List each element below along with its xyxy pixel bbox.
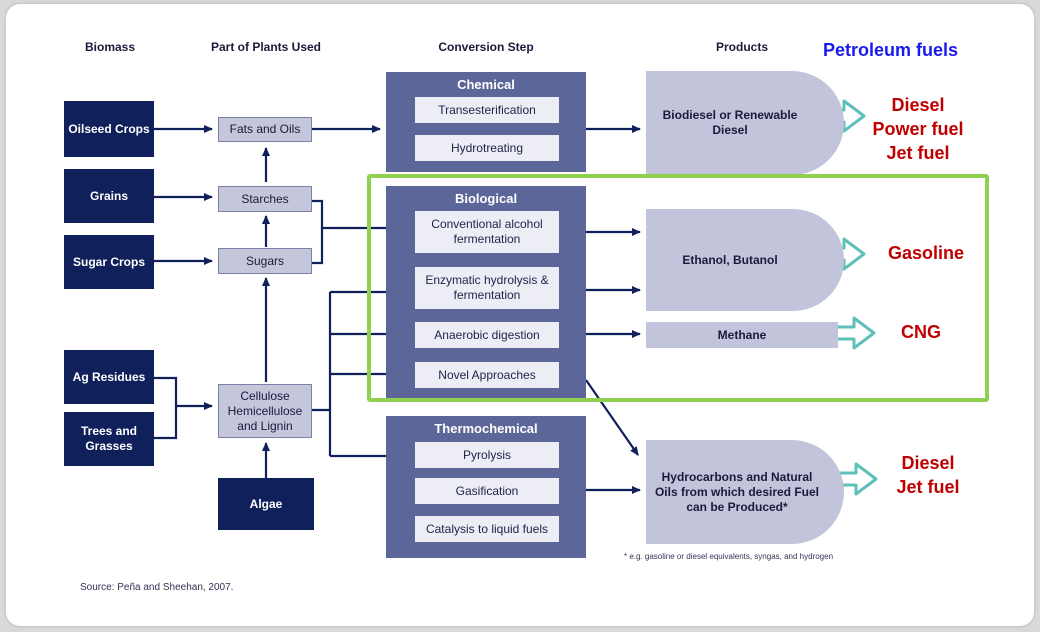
fuel-jet-fuel: Jet fuel xyxy=(886,143,950,163)
fuels-group-4: Diesel Jet fuel xyxy=(896,451,959,499)
fuel-diesel-2: Diesel xyxy=(901,453,955,473)
biological-highlight-box xyxy=(367,174,989,402)
panel-chemical-title: Chemical xyxy=(457,77,515,92)
step-transesterification: Transesterification xyxy=(415,97,559,123)
biomass-sugar-crops: Sugar Crops xyxy=(64,235,154,289)
panel-biological-title: Biological xyxy=(454,191,518,206)
header-conversion: Conversion Step xyxy=(438,40,534,54)
header-parts: Part of Plants Used xyxy=(210,40,322,54)
product-ethanol-butanol: Ethanol, Butanol xyxy=(646,209,844,311)
header-biomass: Biomass xyxy=(84,40,136,54)
step-conventional-fermentation: Conventional alcohol fermentation xyxy=(415,211,559,253)
fuel-gasoline: Gasoline xyxy=(887,243,965,263)
teal-arrow-3 xyxy=(834,316,876,350)
biomass-oilseed-crops: Oilseed Crops xyxy=(64,101,154,157)
step-gasification: Gasification xyxy=(415,478,559,504)
step-hydrotreating: Hydrotreating xyxy=(415,135,559,161)
footnote: * e.g. gasoline or diesel equivalents, s… xyxy=(624,552,834,561)
step-pyrolysis: Pyrolysis xyxy=(415,442,559,468)
part-cellulose: Cellulose Hemicellulose and Lignin xyxy=(218,384,312,438)
fuel-diesel: Diesel xyxy=(891,95,945,115)
product-methane: Methane xyxy=(646,322,838,348)
step-anaerobic-digestion: Anaerobic digestion xyxy=(415,322,559,348)
fuel-power-fuel: Power fuel xyxy=(872,119,964,139)
biomass-grains: Grains xyxy=(64,169,154,223)
source-citation: Source: Peña and Sheehan, 2007. xyxy=(80,582,234,593)
biomass-ag-residues: Ag Residues xyxy=(64,350,154,404)
fuels-group-3: CNG xyxy=(901,320,941,344)
biomass-algae: Algae xyxy=(218,478,314,530)
product-biodiesel: Biodiesel or Renewable Diesel xyxy=(646,71,844,175)
fuel-cng: CNG xyxy=(901,322,941,342)
step-catalysis: Catalysis to liquid fuels xyxy=(415,516,559,542)
part-sugars: Sugars xyxy=(218,248,312,274)
step-novel-approaches: Novel Approaches xyxy=(415,362,559,388)
part-fats-oils: Fats and Oils xyxy=(218,117,312,142)
header-products: Products xyxy=(715,40,769,54)
biomass-trees-grasses: Trees and Grasses xyxy=(64,412,154,466)
step-enzymatic-hydrolysis: Enzymatic hydrolysis & fermentation xyxy=(415,267,559,309)
fuel-jet-fuel-2: Jet fuel xyxy=(896,477,960,497)
header-petroleum-fuels: Petroleum fuels xyxy=(823,40,959,60)
panel-thermochemical-title: Thermochemical xyxy=(434,421,538,436)
part-starches: Starches xyxy=(218,186,312,212)
fuels-group-1: Diesel Power fuel Jet fuel xyxy=(872,93,963,165)
product-hydrocarbons: Hydrocarbons and Natural Oils from which… xyxy=(646,440,844,544)
fuels-group-2: Gasoline xyxy=(888,241,964,265)
